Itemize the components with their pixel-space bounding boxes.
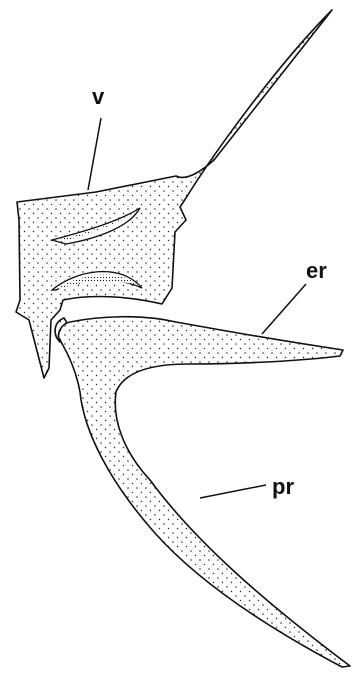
label-er: er (306, 258, 327, 283)
label-pr: pr (272, 474, 294, 499)
label-v: v (92, 84, 105, 109)
leader-pr (200, 485, 266, 498)
leader-v (88, 118, 101, 190)
leader-er (262, 284, 306, 334)
rays-body (58, 317, 350, 667)
